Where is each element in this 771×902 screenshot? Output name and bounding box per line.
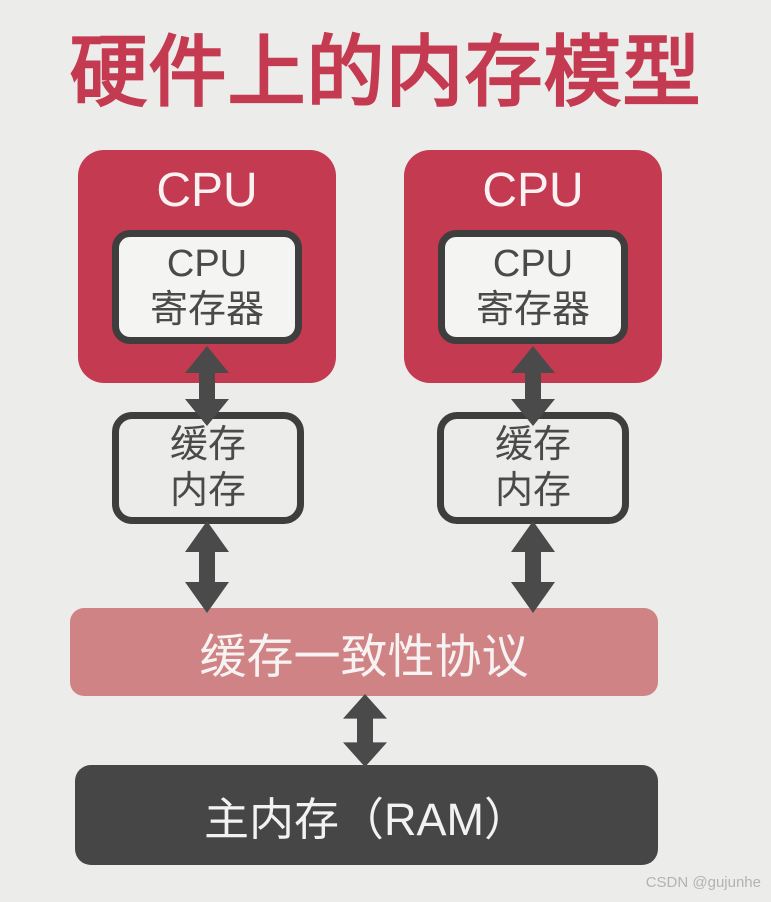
cpu-box-right: CPU CPU 寄存器 [404, 150, 662, 383]
double-arrow-icon-cache-protocol-right [510, 521, 556, 613]
cpu-label: CPU [156, 163, 258, 217]
cache-coherence-protocol-bar: 缓存一致性协议 [70, 608, 658, 696]
cpu-label: CPU [482, 163, 584, 217]
register-line-2: 寄存器 [149, 289, 264, 331]
page-title: 硬件上的内存模型 [69, 28, 702, 116]
register-line-1: CPU [166, 242, 248, 285]
cache-line-2: 内存 [169, 470, 246, 512]
cache-memory-box-right: 缓存 内存 [437, 412, 629, 524]
cache-line-1: 缓存 [169, 423, 246, 466]
register-line-1: CPU [492, 242, 574, 285]
double-arrow-icon-cpu-cache-right [510, 346, 556, 426]
cpu-register-box-left: CPU 寄存器 [112, 230, 302, 344]
watermark: CSDN @gujunhe [645, 874, 761, 891]
double-arrow-icon-cpu-cache-left [184, 346, 230, 426]
cache-line-1: 缓存 [494, 423, 571, 466]
cache-line-2: 内存 [494, 470, 571, 512]
cpu-box-left: CPU CPU 寄存器 [78, 150, 336, 383]
main-memory-bar: 主内存（RAM） [75, 765, 658, 865]
cpu-register-box-right: CPU 寄存器 [438, 230, 628, 344]
double-arrow-icon-protocol-ram [342, 694, 388, 767]
main-memory-label: 主内存（RAM） [204, 793, 529, 845]
cache-memory-box-left: 缓存 内存 [112, 412, 304, 524]
register-line-2: 寄存器 [475, 289, 590, 331]
protocol-label: 缓存一致性协议 [199, 629, 529, 683]
double-arrow-icon-cache-protocol-left [184, 521, 230, 613]
